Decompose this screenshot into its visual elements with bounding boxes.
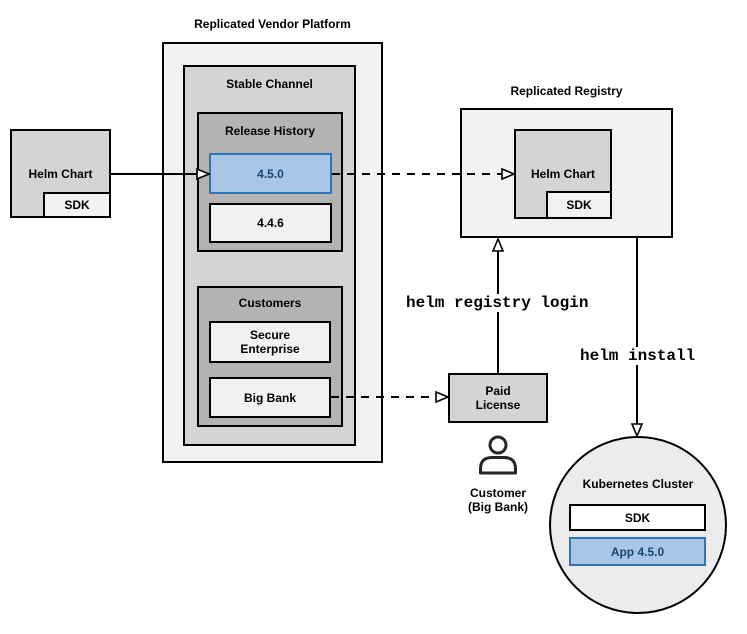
customer-subtitle: (Big Bank)	[468, 500, 528, 514]
release-version-label: 4.5.0	[257, 166, 284, 181]
cluster-app-label: App 4.5.0	[610, 544, 665, 559]
vendor-platform-title: Replicated Vendor Platform	[194, 17, 351, 31]
arrow-registry-to-cluster	[630, 238, 644, 439]
release-4-4-6: 4.4.6	[209, 203, 332, 243]
registry-sdk-box: SDK	[546, 191, 612, 219]
paid-license-label: Paid License	[475, 384, 521, 412]
cluster-app-box: App 4.5.0	[569, 537, 706, 566]
registry-helm-chart-label: Helm Chart	[530, 167, 595, 181]
customer-caption: Customer (Big Bank)	[438, 486, 558, 514]
customer-name-label: Secure Enterprise	[240, 328, 300, 356]
customers-label: Customers	[238, 296, 302, 310]
helm-install-command: helm install	[578, 347, 698, 365]
person-icon	[479, 435, 517, 475]
cluster-sdk-box: SDK	[569, 504, 706, 531]
vendor-sdk-label: SDK	[64, 198, 90, 212]
customer-name-label: Big Bank	[243, 390, 296, 405]
stable-channel-label: Stable Channel	[226, 77, 313, 91]
kubernetes-cluster-title: Kubernetes Cluster	[582, 477, 694, 491]
helm-registry-login-command: helm registry login	[404, 294, 591, 312]
customer-name: Customer	[469, 486, 526, 500]
registry-sdk-label: SDK	[566, 198, 592, 212]
release-4-5-0: 4.5.0	[209, 153, 332, 194]
cluster-sdk-label: SDK	[624, 510, 651, 525]
release-version-label: 4.4.6	[257, 216, 284, 230]
paid-license-box: Paid License	[448, 373, 548, 423]
release-history-label: Release History	[224, 124, 316, 138]
customer-big-bank: Big Bank	[209, 377, 331, 418]
vendor-helm-chart-label: Helm Chart	[28, 166, 93, 181]
registry-title: Replicated Registry	[510, 84, 623, 98]
customer-secure-enterprise: Secure Enterprise	[209, 321, 331, 363]
vendor-sdk-box: SDK	[43, 192, 111, 218]
